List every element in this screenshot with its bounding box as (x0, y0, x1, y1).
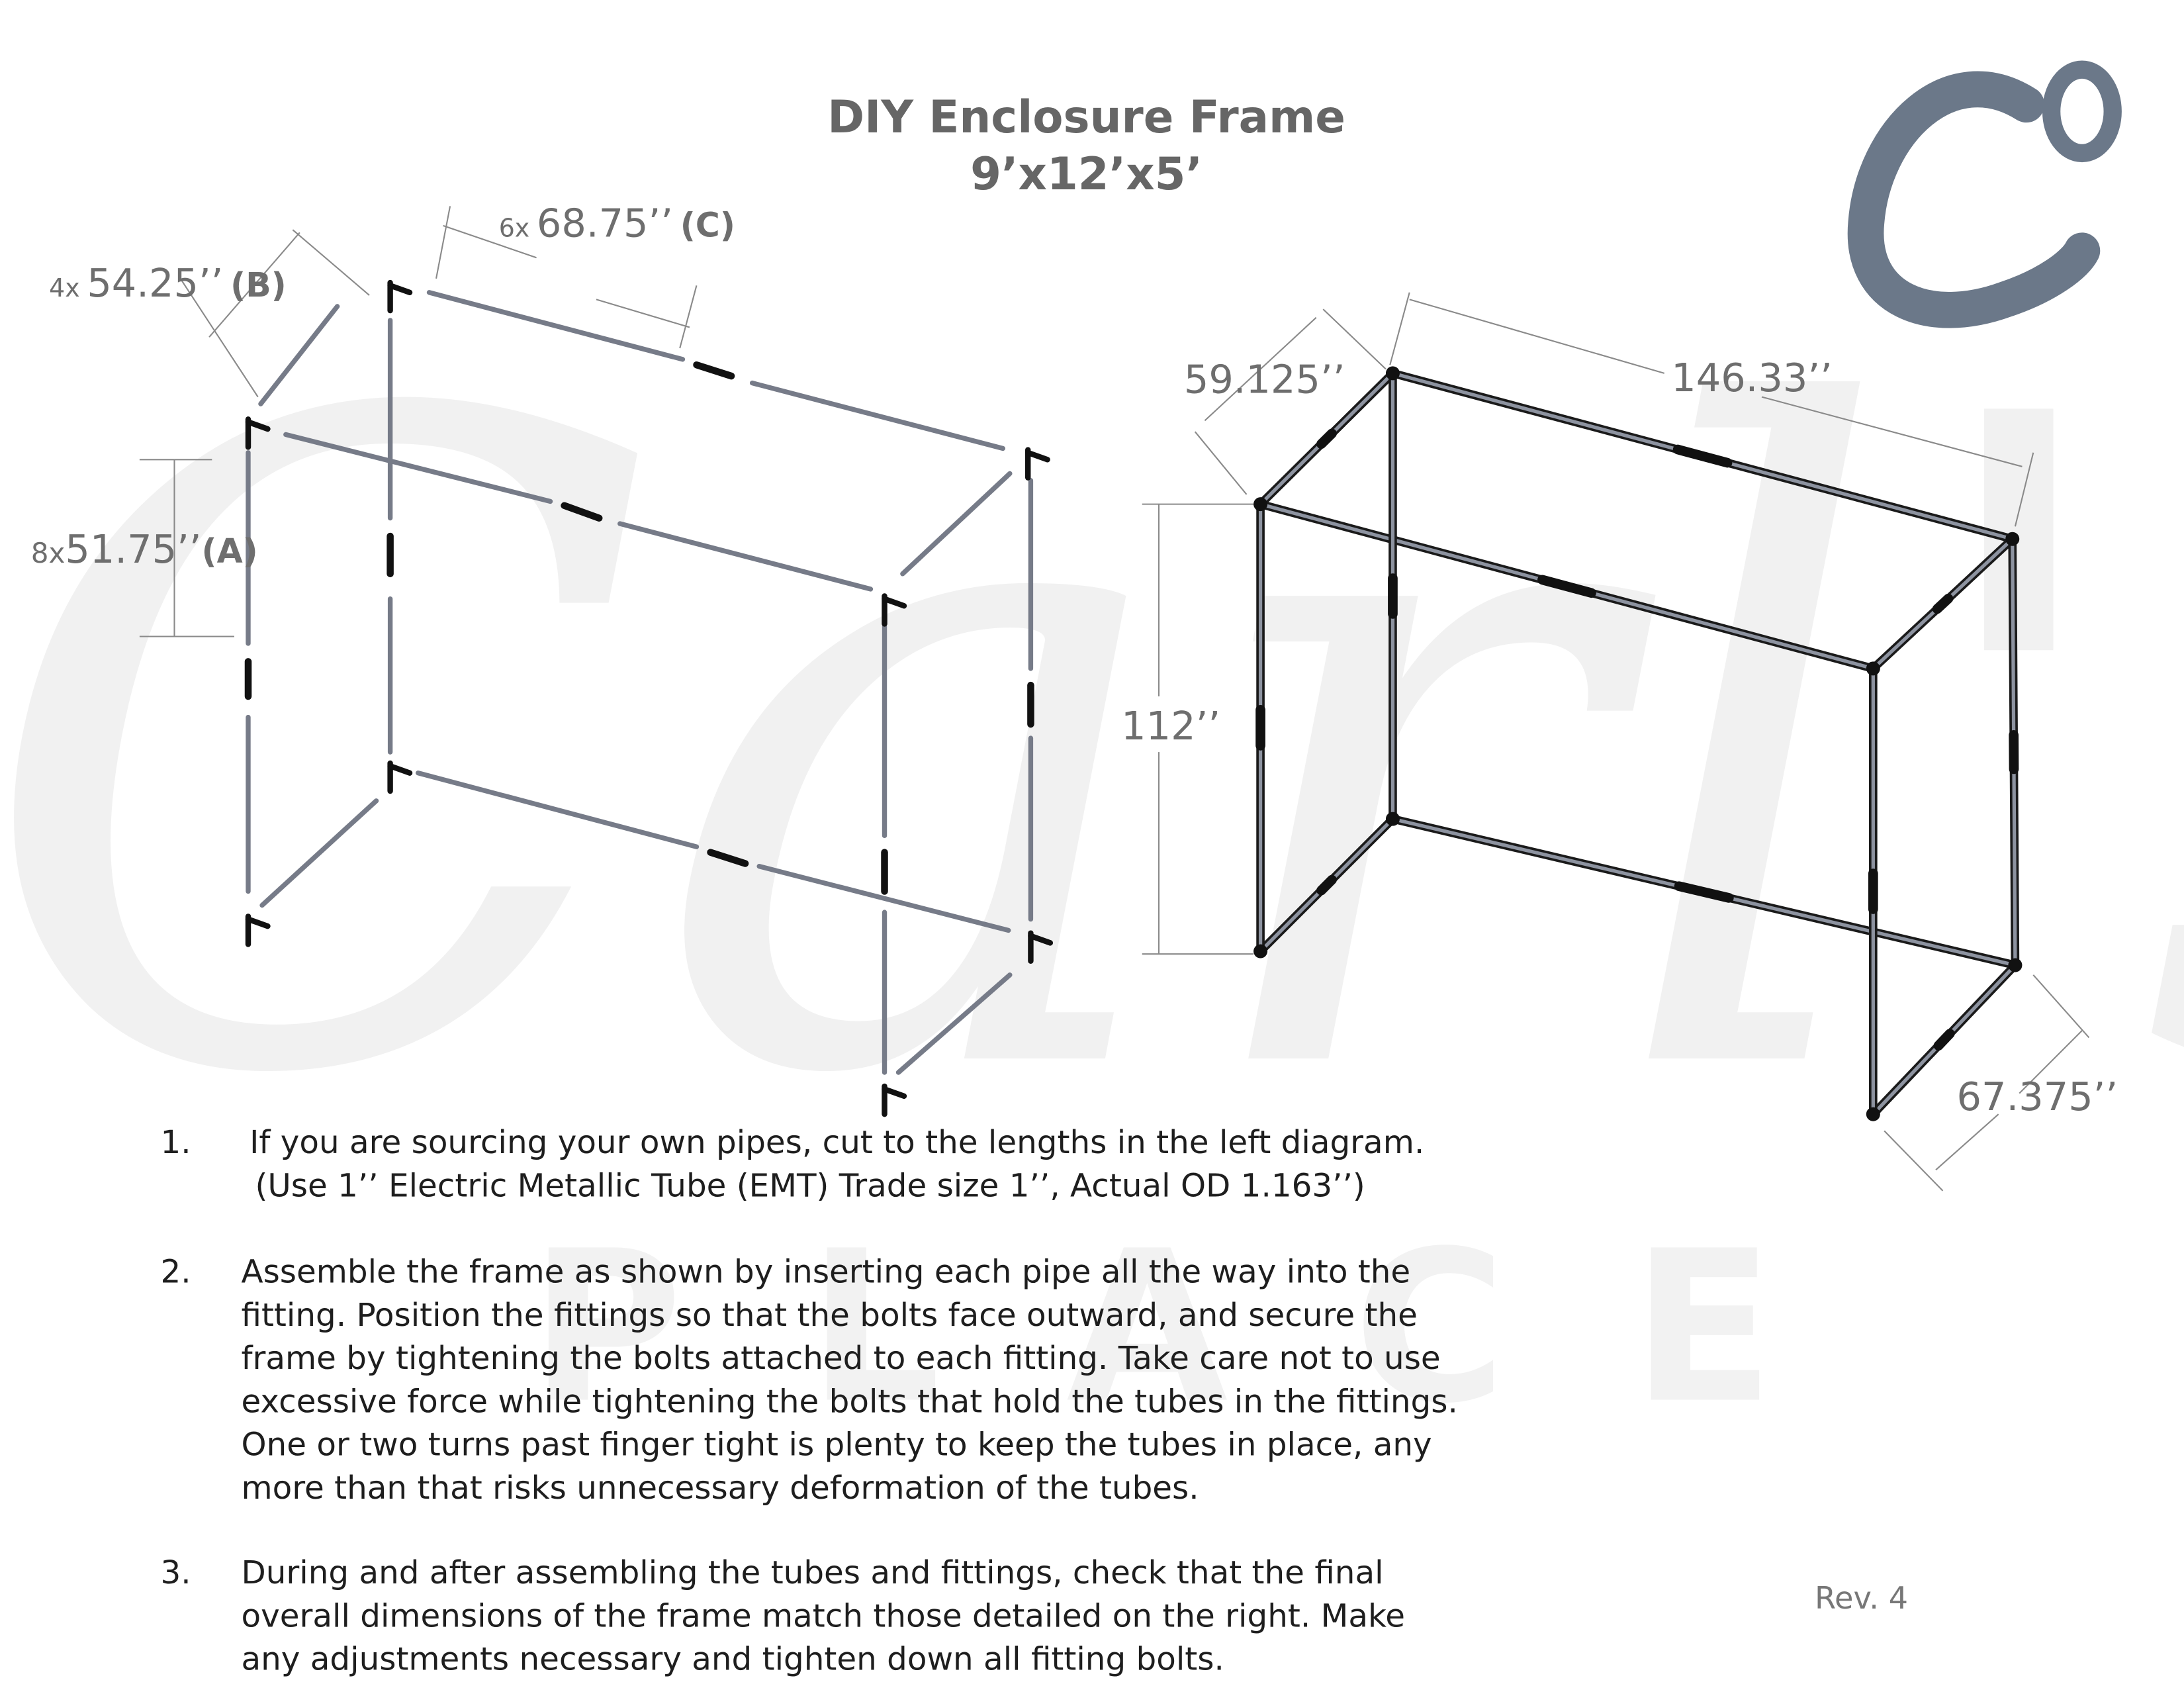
tube (283, 432, 553, 504)
fitting (245, 419, 271, 432)
coupler (693, 361, 735, 380)
step-number: 3. (160, 1554, 191, 1591)
corner-fitting (1385, 812, 1400, 826)
dimension-depth-top: 59.125’’ (1184, 356, 1345, 402)
corner-fitting (1253, 497, 1268, 512)
instructions-list: 1. If you are sourcing your own pipes, c… (160, 1124, 1457, 1678)
coupler (1933, 1029, 1955, 1051)
watermark-place: PLACE (529, 1206, 1900, 1449)
step-text: frame by tightening the bolts attached t… (241, 1340, 1440, 1377)
tube (258, 304, 340, 406)
exploded-frame-diagram (244, 279, 1054, 1117)
tube (749, 380, 1006, 451)
coupler (1316, 874, 1337, 896)
tube (900, 471, 1013, 577)
corner-fitting (1385, 366, 1400, 381)
step-text: overall dimensions of the frame match th… (241, 1597, 1405, 1634)
left-dimension-lines (139, 206, 698, 637)
tube (259, 798, 379, 908)
step-text: any adjustments necessary and tighten do… (241, 1641, 1224, 1678)
fitting (882, 596, 907, 609)
fitting (1028, 933, 1054, 946)
step-text: excessive force while tightening the bol… (241, 1383, 1457, 1420)
fitting (387, 763, 413, 776)
dimension-height: 112’’ (1121, 703, 1220, 749)
title-line1: DIY Enclosure Frame (827, 91, 1345, 143)
coupler (1672, 444, 1733, 468)
tube (895, 972, 1013, 1075)
corner-fitting (1253, 944, 1268, 959)
coupler (561, 502, 603, 522)
dimension-c: 6x 68.75’’ (C) (499, 201, 735, 246)
tube (426, 290, 686, 362)
watermark-script: Carl's (0, 231, 2184, 1269)
step-text: fitting. Position the fittings so that t… (241, 1297, 1417, 1334)
fitting (882, 1086, 907, 1100)
coupler (1537, 575, 1596, 598)
dimension-b: 4x 54.25’’ (B) (49, 260, 287, 306)
step-number: 2. (160, 1254, 191, 1291)
dimension-depth-bottom: 67.375’’ (1957, 1074, 2118, 1119)
brand-logo (1847, 60, 2122, 328)
coupler (1674, 881, 1734, 903)
step-text: Assemble the frame as shown by inserting… (241, 1254, 1410, 1291)
dimension-a: 8x51.75’’(A) (31, 526, 258, 572)
corner-fitting (2008, 958, 2023, 972)
tube (416, 771, 700, 849)
revision-label: Rev. 4 (1815, 1580, 1908, 1616)
tube (756, 863, 1011, 933)
coupler (1932, 593, 1954, 614)
step-text: One or two turns past finger tight is pl… (241, 1427, 1432, 1464)
corner-fitting (1866, 661, 1880, 676)
assembled-frame-diagram (1253, 366, 2023, 1121)
watermark: Carl's PLACE (0, 231, 2184, 1449)
right-dimension-lines (1142, 292, 2090, 1192)
coupler (707, 849, 749, 867)
corner-fitting (2005, 532, 2020, 546)
step-text: During and after assembling the tubes an… (241, 1554, 1383, 1591)
dimension-width: 146.33’’ (1671, 355, 1833, 400)
fitting (245, 916, 271, 929)
fitting (1025, 449, 1050, 463)
corner-fitting (1866, 1107, 1880, 1121)
step-text: If you are sourcing your own pipes, cut … (250, 1124, 1424, 1161)
title-line2: 9’x12’x5’ (970, 148, 1203, 200)
fitting (387, 283, 413, 296)
coupler (1316, 428, 1337, 449)
step-text: more than that risks unnecessary deforma… (241, 1470, 1199, 1507)
step-number: 1. (160, 1124, 191, 1161)
tube (617, 521, 874, 592)
step-text: (Use 1’’ Electric Metallic Tube (EMT) Tr… (255, 1167, 1365, 1204)
